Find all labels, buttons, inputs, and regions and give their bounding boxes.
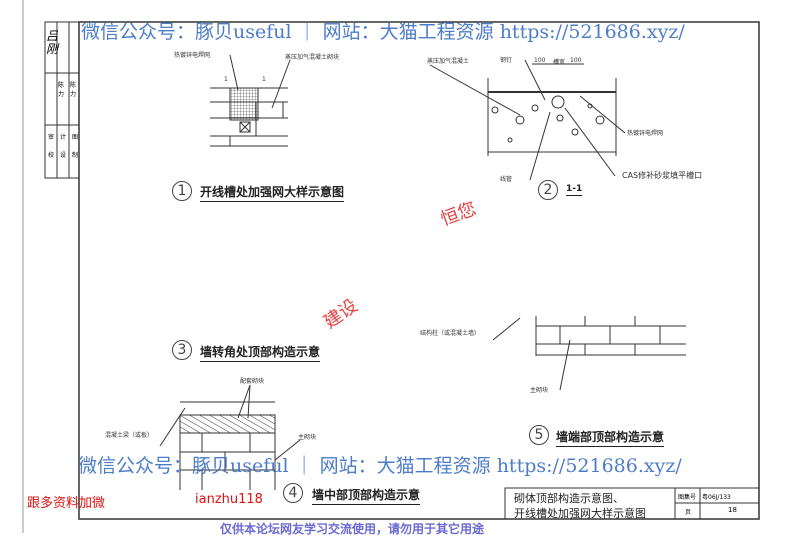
label-conduit: 线管 xyxy=(500,176,513,183)
title-block-line2: 开线槽处加强网大样示意图 xyxy=(514,507,646,520)
figure-number-5: 5 xyxy=(529,425,549,445)
label-block: 蒸压加气混凝土砌块 xyxy=(285,54,340,61)
figure-title-4: 墙中部顶部构造示意 xyxy=(312,486,421,505)
label-cas: CAS修补砂浆填平槽口 xyxy=(622,171,703,180)
figure-title-5: 墙端部顶部构造示意 xyxy=(556,428,665,447)
footer-notice: 仅供本论坛网友学习交流使用，请勿用于其它用途 xyxy=(220,522,485,536)
figure-number-2: 2 xyxy=(538,180,558,200)
section-mark-left: 1 xyxy=(224,76,228,83)
page-label: 页 xyxy=(685,509,692,516)
figure-title-3: 墙转角处顶部构造示意 xyxy=(200,343,321,362)
figure-number-4: 4 xyxy=(283,483,303,503)
atlas-number: 粤06J/133 xyxy=(702,494,731,501)
role-figure: 图 xyxy=(72,134,79,141)
watermark-top: 微信公众号：豚贝useful ｜ 网站：大猫工程资源 https://52168… xyxy=(81,21,685,43)
label-column: 结构柱（或混凝土墙） xyxy=(420,330,481,337)
role-review: 审 xyxy=(48,134,55,141)
atlas-label: 图集号 xyxy=(678,494,697,501)
dim-slot: 槽宽 xyxy=(553,59,566,66)
figure-number-3: 3 xyxy=(172,340,192,360)
label-aac: 蒸压加气混凝土 xyxy=(427,58,470,65)
role-design: 设 xyxy=(60,152,67,159)
dim-100-right: 100 xyxy=(570,57,582,64)
label-main-block-4: 主砌块 xyxy=(298,434,317,441)
role-check: 校 xyxy=(48,152,55,159)
watermark-bottom: 微信公众号：豚贝useful ｜ 网站：大猫工程资源 https://52168… xyxy=(78,455,682,477)
figure-title-1: 开线槽处加强网大样示意图 xyxy=(200,183,345,202)
label-mesh-2: 热镀锌电焊网 xyxy=(627,130,664,137)
figure-title-2: 1-1 xyxy=(566,184,583,196)
title-block-line1: 砌体顶部构造示意图、 xyxy=(514,492,624,505)
dim-100-left: 100 xyxy=(534,57,546,64)
role-draw: 制 xyxy=(72,152,79,159)
promo-id: ianzhu118 xyxy=(195,492,263,507)
signoff-name-3: 陈力 xyxy=(70,82,77,98)
label-nail: 钢钉 xyxy=(500,57,513,64)
promo-text: 跟多资料加微 xyxy=(27,496,106,511)
signature-1: 吕刚 xyxy=(46,29,59,56)
label-main-block-5: 主砌块 xyxy=(530,387,549,394)
label-mesh: 热镀锌电焊网 xyxy=(174,52,211,59)
role-calc: 计 xyxy=(60,134,67,141)
page-number: 18 xyxy=(728,506,737,514)
signoff-name-2: 陈力 xyxy=(58,82,65,98)
label-matching-block: 配套砌块 xyxy=(240,378,265,385)
section-mark-right: 1 xyxy=(262,76,266,83)
figure-number-1: 1 xyxy=(172,181,192,201)
label-beam: 混凝土梁（或板） xyxy=(105,432,154,439)
